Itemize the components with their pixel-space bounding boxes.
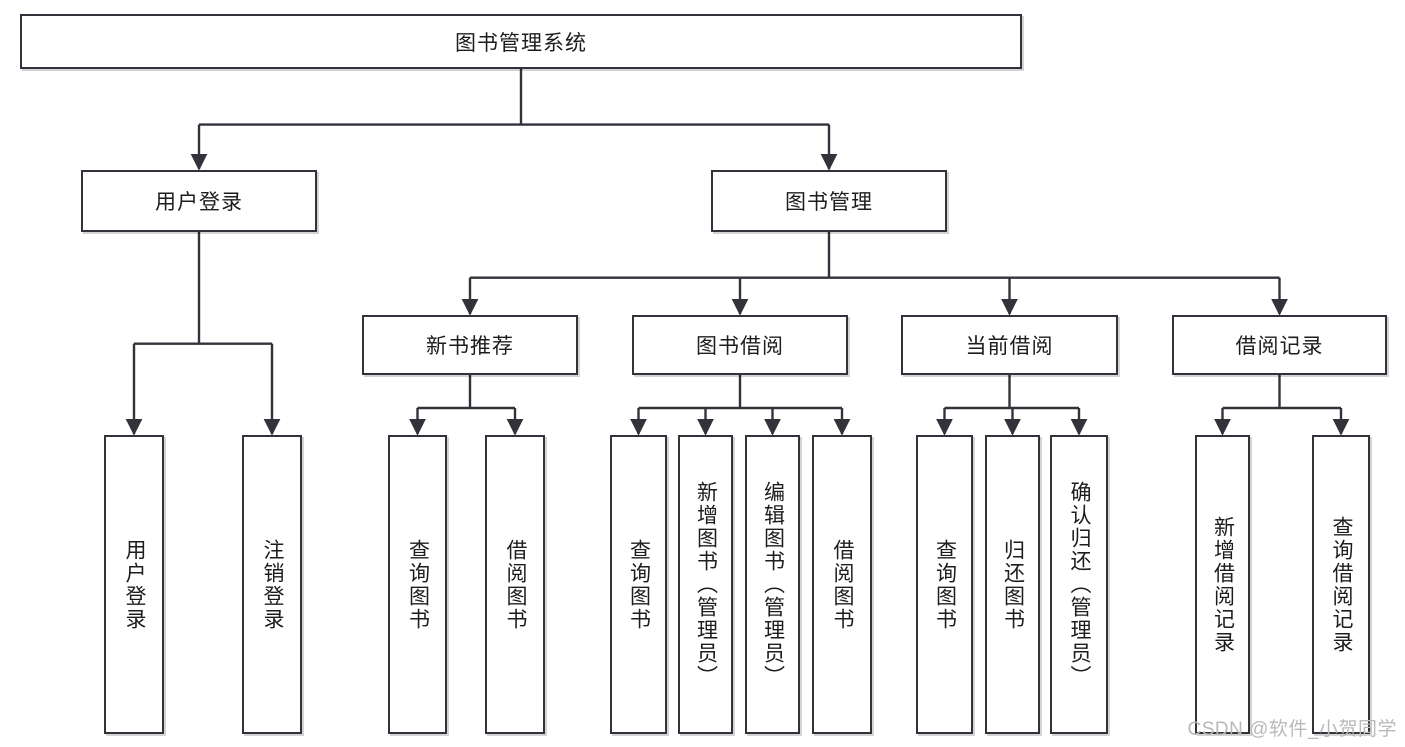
node-label: 图书管理系统	[455, 31, 587, 55]
node-l7[interactable]: 编辑图书（管理员）	[745, 435, 800, 734]
node-label: 注销登录	[261, 538, 285, 631]
node-l9[interactable]: 查询图书	[916, 435, 973, 734]
node-label: 图书管理	[785, 191, 873, 214]
node-label: 新书推荐	[426, 335, 514, 358]
node-l3[interactable]: 查询图书	[388, 435, 447, 734]
node-label: 归还图书	[1001, 538, 1025, 631]
node-label: 图书借阅	[696, 335, 784, 358]
node-l8[interactable]: 借阅图书	[812, 435, 872, 734]
node-l10[interactable]: 归还图书	[985, 435, 1040, 734]
node-label: 确认归还（管理员）	[1068, 481, 1092, 688]
node-l2[interactable]: 注销登录	[242, 435, 302, 734]
node-label: 借阅记录	[1235, 335, 1324, 358]
node-bookmgr[interactable]: 图书管理	[711, 170, 947, 232]
node-login[interactable]: 用户登录	[81, 170, 317, 232]
node-l11[interactable]: 确认归还（管理员）	[1050, 435, 1108, 734]
node-records[interactable]: 借阅记录	[1172, 315, 1387, 375]
node-label: 查询图书	[933, 538, 957, 631]
node-label: 查询图书	[627, 538, 651, 631]
node-l6[interactable]: 新增图书（管理员）	[678, 435, 733, 734]
node-label: 当前借阅	[965, 335, 1054, 358]
node-current[interactable]: 当前借阅	[901, 315, 1118, 375]
node-label: 用户登录	[123, 538, 147, 631]
node-l4[interactable]: 借阅图书	[485, 435, 545, 734]
node-label: 新增图书（管理员）	[694, 481, 718, 688]
node-label: 用户登录	[155, 191, 243, 214]
node-l12[interactable]: 新增借阅记录	[1195, 435, 1250, 734]
node-label: 查询图书	[406, 538, 430, 631]
node-l13[interactable]: 查询借阅记录	[1312, 435, 1370, 734]
node-label: 借阅图书	[504, 538, 528, 631]
node-l1[interactable]: 用户登录	[104, 435, 164, 734]
node-label: 编辑图书（管理员）	[761, 481, 785, 688]
node-l5[interactable]: 查询图书	[610, 435, 667, 734]
node-borrow[interactable]: 图书借阅	[632, 315, 848, 375]
node-root[interactable]: 图书管理系统	[20, 14, 1022, 69]
node-label: 查询借阅记录	[1330, 515, 1354, 654]
node-label: 借阅图书	[831, 538, 855, 631]
node-newbook[interactable]: 新书推荐	[362, 315, 578, 375]
node-label: 新增借阅记录	[1211, 515, 1235, 654]
